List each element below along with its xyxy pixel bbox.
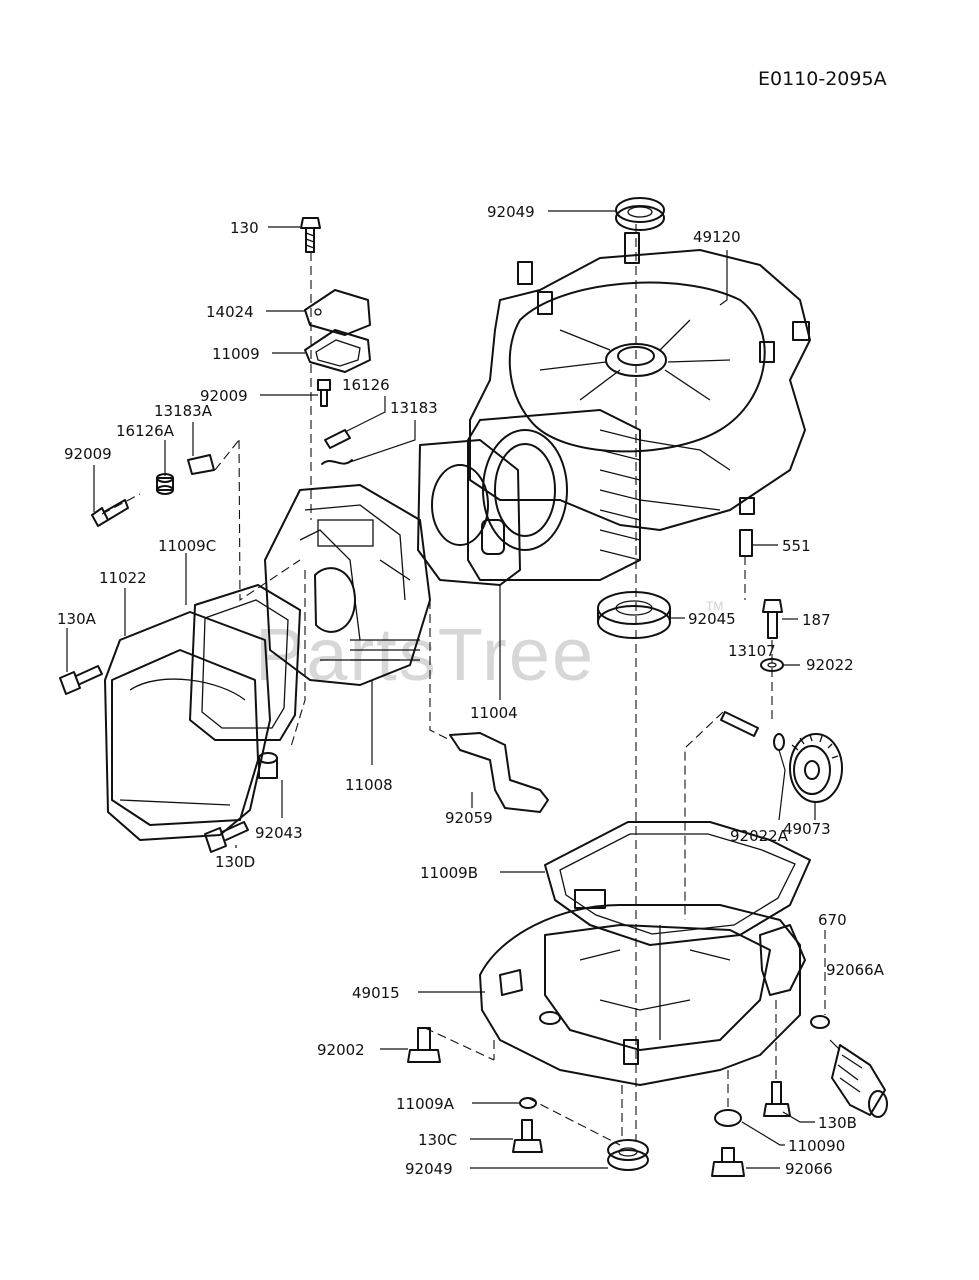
diagram-code: E0110-2095A [758,68,887,90]
washer-92022A[interactable] [773,733,785,751]
bolt-187[interactable] [762,599,783,639]
label-551[interactable]: 551 [782,537,811,555]
watermark: PartsTree [255,613,595,696]
dowel-92043[interactable] [258,752,278,779]
shaft-13107[interactable] [720,711,759,737]
label-11009[interactable]: 11009 [212,345,260,363]
label-49073[interactable]: 49073 [783,820,831,838]
label-11004[interactable]: 11004 [470,704,518,722]
label-130B[interactable]: 130B [818,1114,857,1132]
screw-92009-top[interactable] [317,379,331,407]
label-92066A[interactable]: 92066A [826,961,885,979]
label-130D[interactable]: 130D [215,853,255,871]
bolt-92002[interactable] [407,1027,441,1063]
label-11009A[interactable]: 11009A [396,1095,455,1113]
gasket-11009[interactable] [304,329,371,373]
label-92059[interactable]: 92059 [445,809,493,827]
label-13183A[interactable]: 13183A [154,402,213,420]
bolt-130B[interactable] [763,1081,791,1117]
label-16126A[interactable]: 16126A [116,422,175,440]
label-130C[interactable]: 130C [418,1131,457,1149]
assembly-lines [101,224,826,1146]
label-11008[interactable]: 11008 [345,776,393,794]
label-11022[interactable]: 11022 [99,569,147,587]
spring-13183A[interactable] [187,454,215,475]
label-13107[interactable]: 13107 [728,642,776,660]
crankcase-49120[interactable] [467,232,811,581]
governor-gear-49073[interactable] [789,733,843,803]
cylinder-head-11008[interactable] [264,484,431,686]
collar-16126A[interactable] [156,473,174,495]
clip-16126[interactable] [324,429,351,449]
label-49120[interactable]: 49120 [693,228,741,246]
label-92066[interactable]: 92066 [785,1160,833,1178]
bolt-130D[interactable] [204,821,249,853]
plug-92066[interactable] [711,1147,745,1177]
washer-670[interactable] [810,1015,830,1029]
label-11009C[interactable]: 11009C [158,537,216,555]
label-11009B[interactable]: 11009B [420,864,478,882]
label-92045[interactable]: 92045 [688,610,736,628]
label-110090[interactable]: 110090 [788,1137,845,1155]
oil-seal-92049-bottom[interactable] [607,1139,649,1171]
label-670[interactable]: 670 [818,911,847,929]
label-92009-left[interactable]: 92009 [64,445,112,463]
label-92049-bottom[interactable]: 92049 [405,1160,453,1178]
leader-lines [66,210,841,1169]
bolt-130A[interactable] [59,665,103,695]
plug-92066A[interactable] [831,1044,888,1118]
crankcase-cover-49015[interactable] [479,904,806,1086]
valve-cover-11022[interactable] [104,611,271,841]
breather-plate-14024[interactable] [304,289,371,336]
washer-110090[interactable] [714,1109,742,1127]
label-13183[interactable]: 13183 [390,399,438,417]
label-92009-top[interactable]: 92009 [200,387,248,405]
head-gasket-11004[interactable] [417,439,521,586]
label-92022A[interactable]: 92022A [730,827,789,845]
spring-13183[interactable] [321,459,353,465]
screw-92009-left[interactable] [91,499,129,527]
label-130A[interactable]: 130A [57,610,97,628]
gasket-11009C[interactable] [189,584,301,741]
bearing-92045[interactable] [597,591,671,639]
label-92002[interactable]: 92002 [317,1041,365,1059]
dowel-551[interactable] [739,529,753,557]
label-16126[interactable]: 16126 [342,376,390,394]
label-130[interactable]: 130 [230,219,259,237]
washer-11009A[interactable] [519,1097,537,1109]
label-14024[interactable]: 14024 [206,303,254,321]
label-92049-top[interactable]: 92049 [487,203,535,221]
bolt-130[interactable] [300,217,321,253]
label-49015[interactable]: 49015 [352,984,400,1002]
bolt-130C[interactable] [512,1119,543,1153]
label-92022[interactable]: 92022 [806,656,854,674]
label-187[interactable]: 187 [802,611,831,629]
watermark-trademark: TM [706,599,723,613]
label-92043[interactable]: 92043 [255,824,303,842]
breather-tube-92059[interactable] [449,732,549,813]
oil-seal-92049-top[interactable] [615,197,665,231]
part-labels: 130 14024 11009 92009 16126 13183A 13183… [57,203,885,1178]
